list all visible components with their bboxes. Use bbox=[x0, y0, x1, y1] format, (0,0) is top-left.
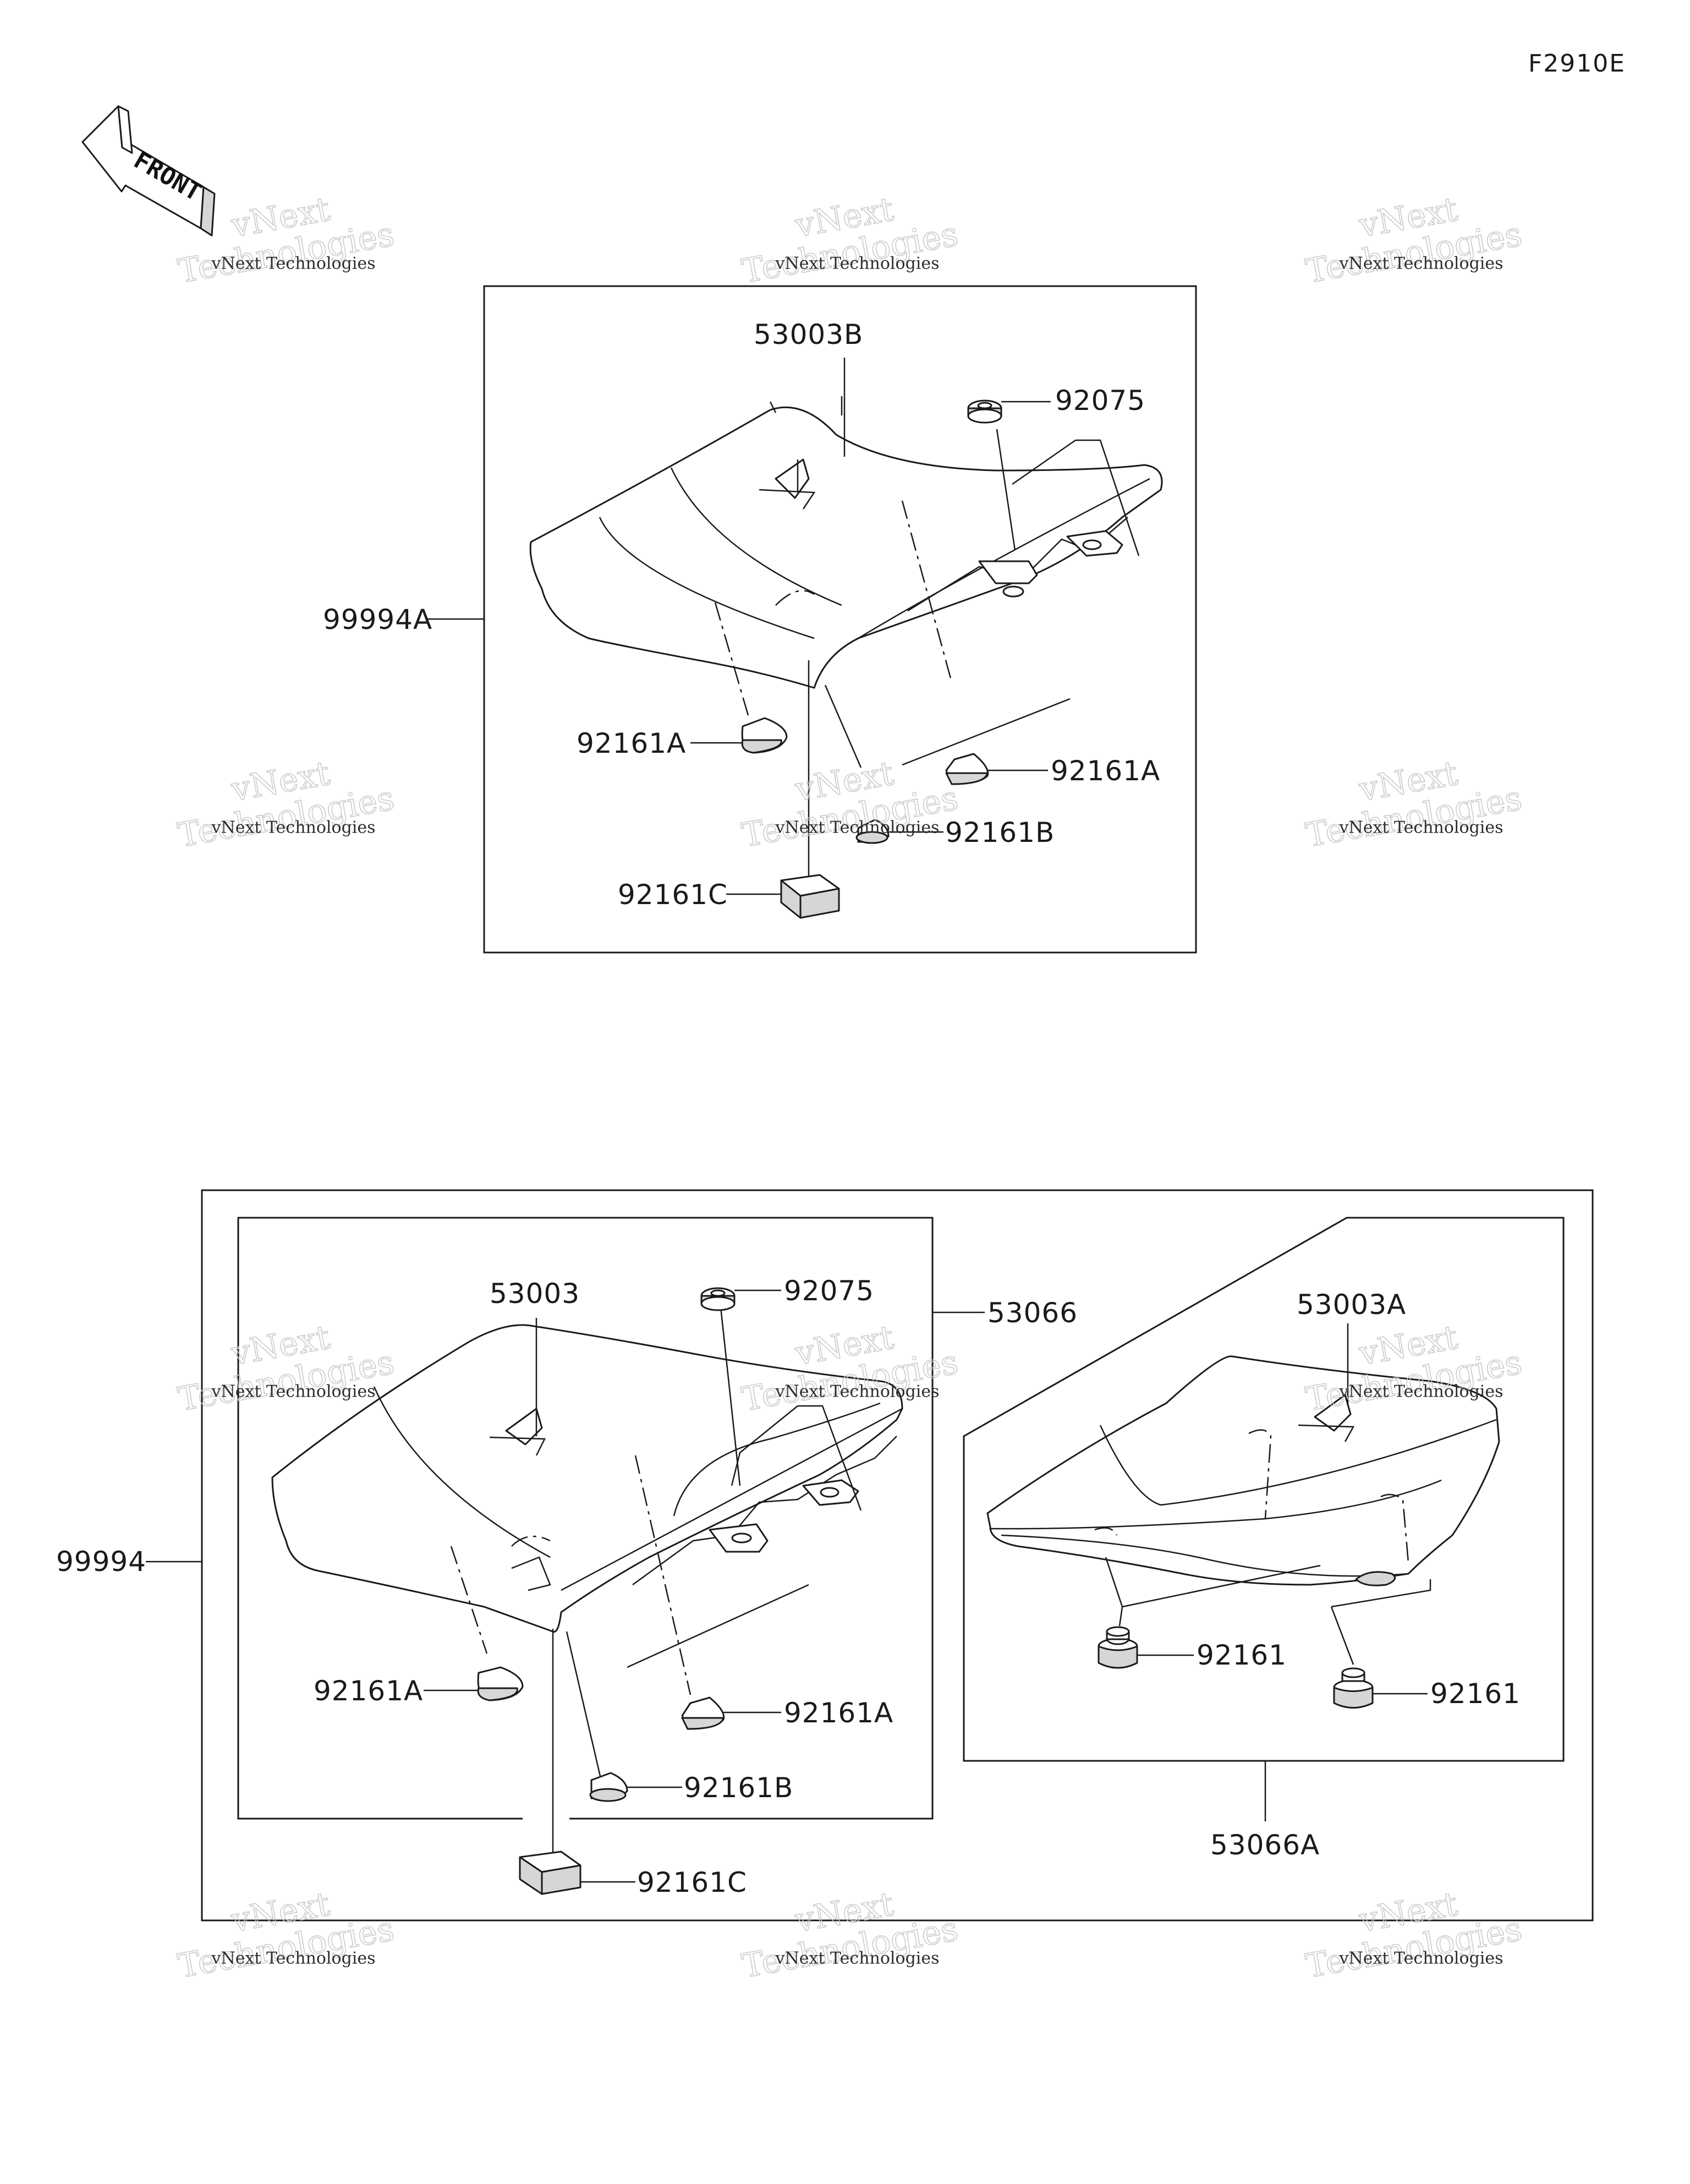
right-group-label: 53066A bbox=[1210, 1829, 1320, 1861]
right-label-seat: 53003A bbox=[1297, 1289, 1406, 1321]
right-damper-right bbox=[1333, 1667, 1374, 1709]
bottom-assembly-frame bbox=[201, 1189, 1594, 1922]
top-label-damper-b: 92161B bbox=[945, 817, 1055, 849]
watermarks: Technologies vNext vNext Technologies Te… bbox=[175, 190, 1526, 1986]
watermark: Technologies vNext vNext Technologies bbox=[1303, 1885, 1526, 1986]
top-seat-drawing bbox=[529, 396, 1163, 689]
top-damper-b bbox=[855, 819, 890, 844]
svg-text:vNext Technologies: vNext Technologies bbox=[211, 1382, 376, 1402]
bottom-assembly-label: 99994 bbox=[56, 1546, 146, 1578]
top-assembly: 99994A bbox=[323, 285, 1197, 954]
top-label-damper-right: 92161A bbox=[1051, 755, 1160, 787]
watermark: Technologies vNext vNext Technologies bbox=[1303, 754, 1526, 856]
front-arrow-icon: FRONT bbox=[81, 105, 216, 237]
watermark: Technologies vNext vNext Technologies bbox=[175, 190, 398, 292]
left-seat-drawing bbox=[271, 1324, 903, 1633]
top-assembly-label: 99994A bbox=[323, 604, 432, 636]
top-label-damper-c: 92161C bbox=[618, 879, 728, 911]
svg-text:vNext Technologies: vNext Technologies bbox=[775, 1382, 940, 1402]
top-damper-right bbox=[945, 753, 989, 785]
left-label-seat: 53003 bbox=[490, 1278, 580, 1310]
left-damper-b bbox=[589, 1772, 628, 1802]
left-label-damper-right: 92161A bbox=[784, 1697, 893, 1729]
left-grommet-92075 bbox=[700, 1287, 736, 1311]
right-label-damper-right: 92161 bbox=[1430, 1678, 1521, 1710]
watermark: Technologies vNext vNext Technologies bbox=[175, 754, 398, 856]
bottom-damper-c bbox=[519, 1851, 581, 1895]
top-grommet-92075 bbox=[967, 399, 1002, 424]
left-group-frame bbox=[237, 1217, 934, 1820]
svg-text:vNext Technologies: vNext Technologies bbox=[1339, 1382, 1504, 1402]
svg-text:vNext Technologies: vNext Technologies bbox=[211, 254, 376, 273]
svg-text:vNext Technologies: vNext Technologies bbox=[775, 1949, 940, 1968]
bottom-label-damper-c: 92161C bbox=[637, 1866, 747, 1898]
left-label-damper-b: 92161B bbox=[684, 1772, 793, 1804]
left-damper-left bbox=[477, 1666, 524, 1701]
svg-text:vNext Technologies: vNext Technologies bbox=[211, 818, 376, 838]
top-label-seat: 53003B bbox=[754, 319, 863, 351]
bottom-assembly: 99994 53066 bbox=[56, 1189, 1594, 1922]
left-label-damper-left: 92161A bbox=[314, 1675, 423, 1707]
svg-text:vNext Technologies: vNext Technologies bbox=[1339, 254, 1504, 273]
left-group-label: 53066 bbox=[987, 1297, 1078, 1329]
svg-text:vNext Technologies: vNext Technologies bbox=[775, 818, 940, 838]
right-label-damper-left: 92161 bbox=[1197, 1639, 1287, 1671]
svg-text:vNext Technologies: vNext Technologies bbox=[1339, 818, 1504, 838]
watermark: Technologies vNext vNext Technologies bbox=[739, 190, 962, 292]
watermark: Technologies vNext vNext Technologies bbox=[739, 1885, 962, 1986]
svg-text:vNext Technologies: vNext Technologies bbox=[211, 1949, 376, 1968]
watermark: Technologies vNext vNext Technologies bbox=[1303, 190, 1526, 292]
watermark: Technologies vNext vNext Technologies bbox=[739, 754, 962, 856]
left-label-grommet: 92075 bbox=[784, 1275, 874, 1307]
top-label-damper-left: 92161A bbox=[577, 727, 686, 759]
left-damper-right bbox=[681, 1696, 725, 1730]
watermark: Technologies vNext vNext Technologies bbox=[175, 1885, 398, 1986]
svg-text:vNext Technologies: vNext Technologies bbox=[1339, 1949, 1504, 1968]
svg-text:vNext Technologies: vNext Technologies bbox=[775, 254, 940, 273]
top-damper-left bbox=[741, 717, 788, 754]
figure-code: F2910E bbox=[1528, 50, 1626, 78]
right-damper-left bbox=[1098, 1626, 1138, 1669]
right-seat-drawing bbox=[986, 1355, 1500, 1586]
top-damper-c bbox=[780, 874, 840, 919]
right-group-frame bbox=[963, 1217, 1565, 1762]
top-label-grommet: 92075 bbox=[1055, 385, 1145, 417]
